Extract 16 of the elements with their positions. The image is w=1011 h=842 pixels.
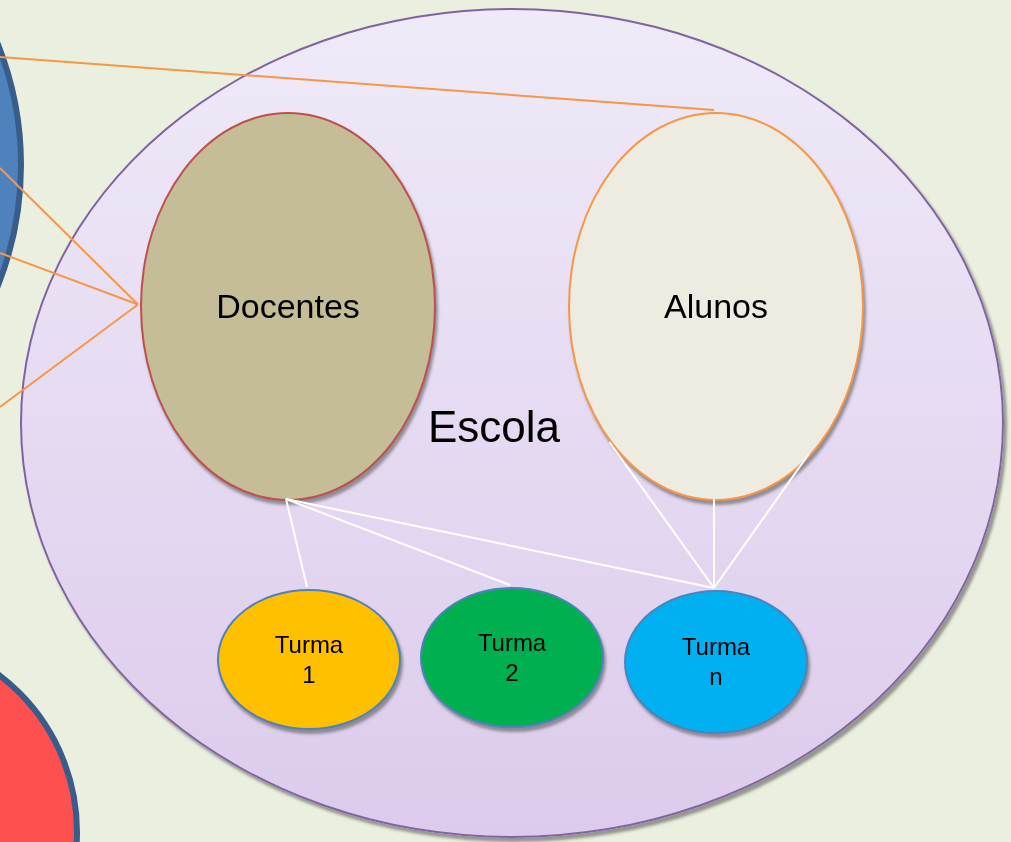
connector-line <box>0 167 139 306</box>
ellipse-label: Turma 2 <box>476 627 548 688</box>
connector-line <box>0 303 139 408</box>
ellipse-label: Turma n <box>680 632 752 692</box>
connector-line <box>608 441 715 589</box>
connector-line <box>285 498 511 586</box>
connector-line <box>0 252 139 306</box>
school-label: Escola <box>428 402 561 452</box>
ellipse-label: Alunos <box>664 286 768 328</box>
ellipse-label: Docentes <box>216 286 360 328</box>
connector-line <box>0 56 715 111</box>
connector-line <box>285 498 308 588</box>
ellipse-label: Turma 1 <box>273 629 345 690</box>
connector-line <box>713 498 715 589</box>
connector-line <box>285 498 715 589</box>
connector-line <box>713 452 811 589</box>
